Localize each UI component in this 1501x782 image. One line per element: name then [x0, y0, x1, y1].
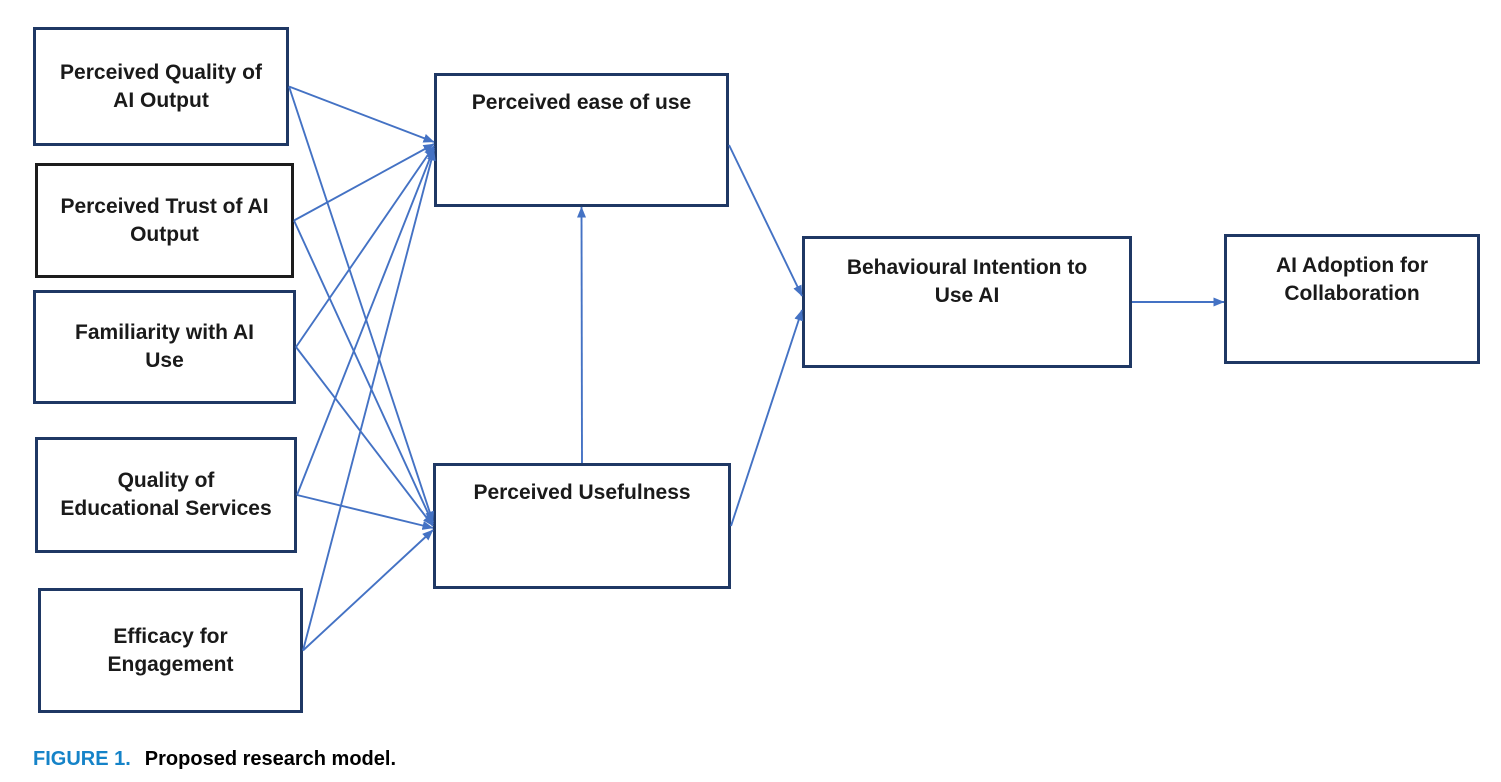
edge-pto-to-peu: [293, 143, 435, 222]
edge-eff-to-peu: [302, 149, 436, 651]
node-quality-of-educational-services: Quality of Educational Services: [35, 437, 297, 553]
node-perceived-trust-of-ai-output: Perceived Trust of AI Output: [35, 163, 294, 278]
edge-pu-to-peu: [577, 206, 587, 464]
edge-pqo-to-pu: [288, 86, 434, 523]
node-perceived-ease-of-use: Perceived ease of use: [434, 73, 729, 207]
edge-pqo-to-peu: [288, 85, 435, 143]
figure-caption-text: Proposed research model.: [144, 748, 396, 770]
edge-eff-to-pu: [302, 529, 434, 652]
edge-qes-to-peu: [296, 147, 435, 496]
edge-fam-to-peu: [295, 145, 435, 348]
node-ai-adoption-for-collaboration: AI Adoption for Collaboration: [1224, 234, 1480, 364]
edge-pto-to-pu: [293, 220, 434, 525]
edge-peu-to-bi: [728, 144, 803, 297]
node-behavioural-intention-to-use-ai: Behavioural Intention to Use AI: [802, 236, 1132, 368]
node-perceived-usefulness: Perceived Usefulness: [433, 463, 731, 589]
edge-qes-to-pu: [296, 494, 434, 530]
figure-caption: FIGURE 1. Proposed research model.: [33, 748, 396, 771]
edge-fam-to-pu: [295, 346, 434, 527]
node-familiarity-with-ai-use: Familiarity with AI Use: [33, 290, 296, 404]
figure-label: FIGURE 1.: [33, 748, 131, 770]
node-perceived-quality-of-ai-output: Perceived Quality of AI Output: [33, 27, 289, 146]
edge-pu-to-bi: [730, 309, 803, 527]
node-efficacy-for-engagement: Efficacy for Engagement: [38, 588, 303, 713]
